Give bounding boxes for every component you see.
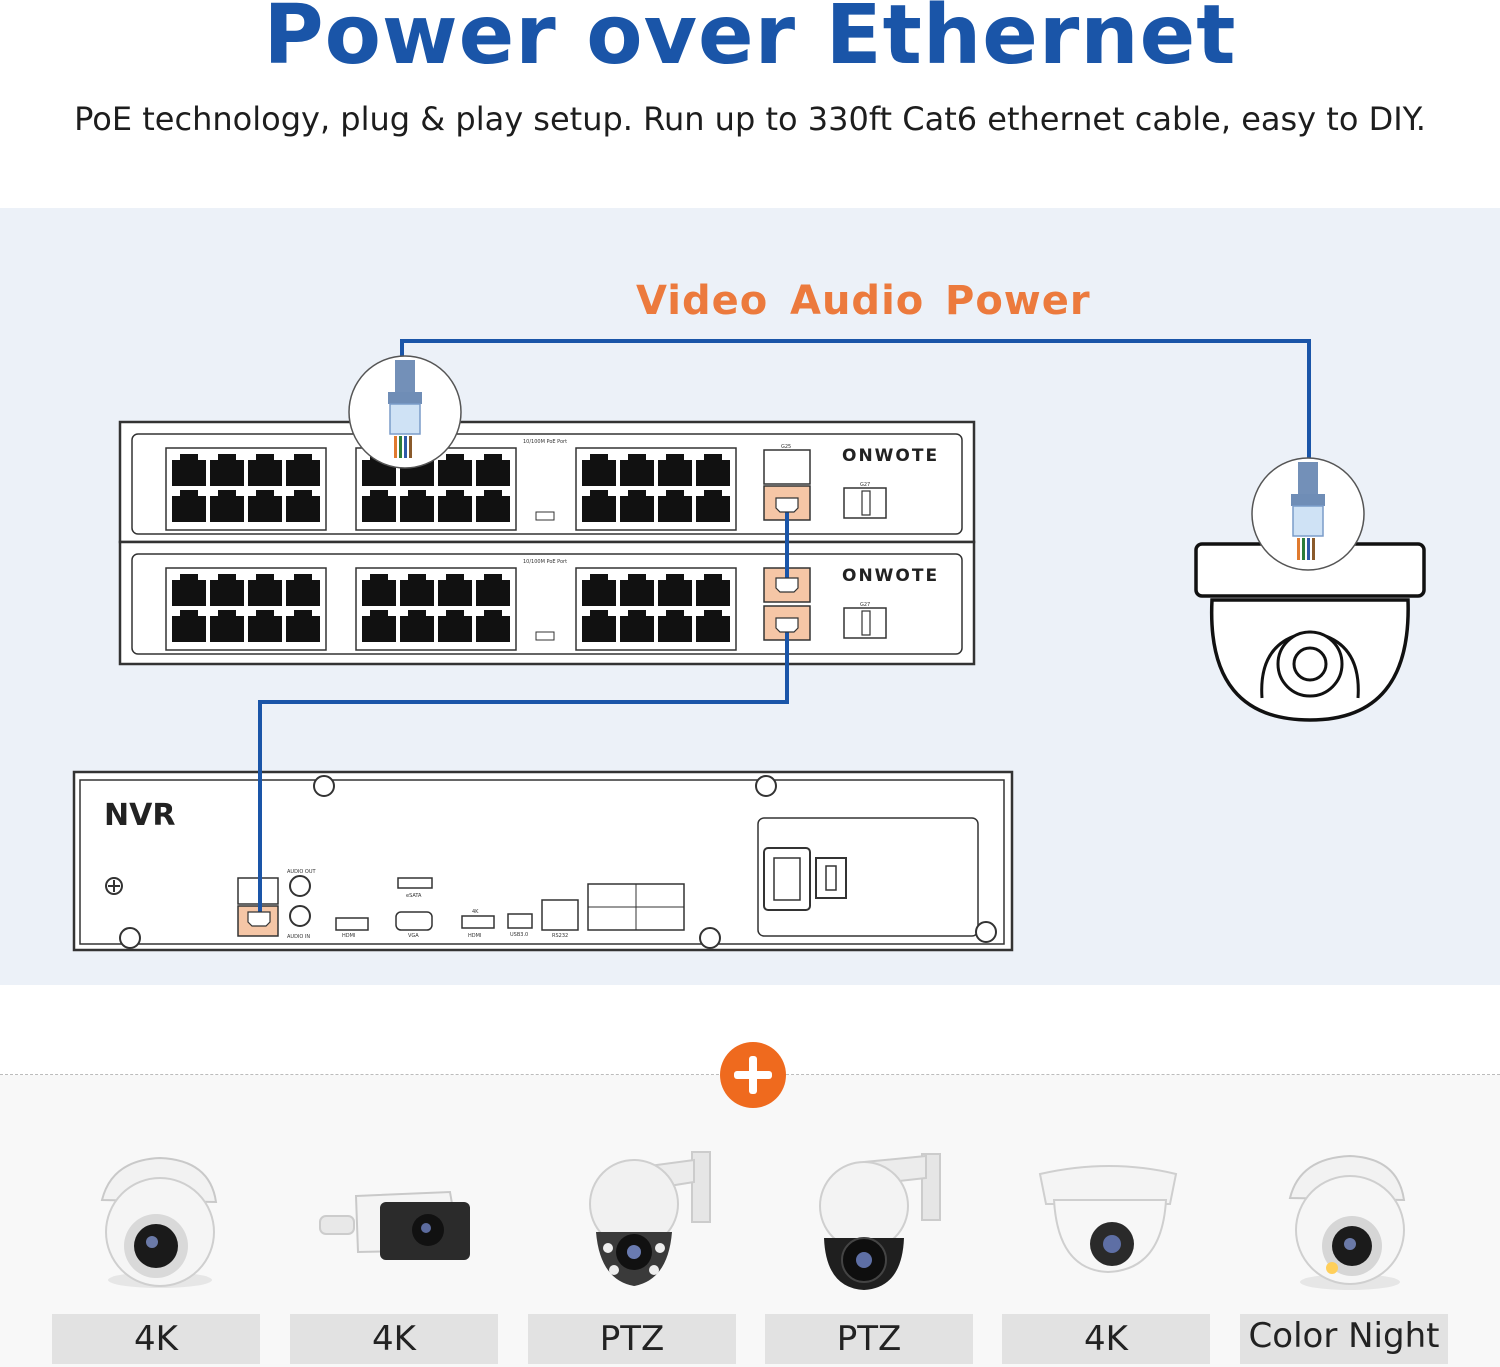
switch-uplink-label: G25 [781,444,791,450]
page-title: Power over Ethernet [263,0,1237,83]
switch-port [582,610,616,642]
switch-port [286,610,320,642]
nvr-vga-label: VGA [408,933,419,939]
switch-port [362,490,396,522]
switch-port [696,574,730,606]
dip-switch [535,511,555,521]
switch-port [362,574,396,606]
switch-port [582,574,616,606]
switch-port [696,490,730,522]
switch-port [172,610,206,642]
switch-port-header: 10/100M PoE Port [523,439,567,445]
switch-port [696,610,730,642]
switch-port [476,574,510,606]
plus-icon [720,1042,786,1108]
switch-port [582,454,616,486]
nvr-4k-label: 4K [472,909,479,915]
signal-video: Video [636,278,769,324]
switch-port [476,490,510,522]
dome-camera [1194,542,1426,722]
ptz-camera-wall-icon [819,1153,941,1290]
nvr-device: NVR AUDIO OUT AUDIO IN eSATA HDMI VGA 4K… [72,770,1014,952]
switch-port [362,610,396,642]
page-subtitle: PoE technology, plug & play setup. Run u… [74,100,1426,138]
camera-label: 4K [1002,1314,1210,1364]
switch-port [248,490,282,522]
ptz-camera-wall-icon [589,1151,711,1286]
nvr-audio-out-label: AUDIO OUT [287,869,317,875]
switch-uplink-label: G27 [860,602,870,608]
switch-port [476,610,510,642]
camera-label: Color Night [1240,1314,1448,1364]
camera-label: PTZ [765,1314,973,1364]
camera-label: 4K [52,1314,260,1364]
poe-switch-top: ONWOTE 10/100M PoE Port G25 G27 [118,420,976,544]
switch-port [172,490,206,522]
switch-port [400,574,434,606]
rj45-connector-icon [348,355,462,469]
switch-port [286,574,320,606]
switch-port [438,610,472,642]
signal-audio: Audio [790,278,925,324]
switch-port [696,454,730,486]
switch-port [400,490,434,522]
switch-port [210,574,244,606]
switch-port [172,574,206,606]
dip-switch [535,631,555,641]
switch-port [658,454,692,486]
switch-port [476,454,510,486]
switch-port [248,454,282,486]
switch-port [248,610,282,642]
switch-port [210,490,244,522]
nvr-hdmi-label: HDMI [342,933,355,939]
switch-port [248,574,282,606]
switch-port [658,610,692,642]
switch-port [620,610,654,642]
turret-camera-icon [100,1156,218,1288]
connection-diagram: ONWOTE 10/100M PoE Port G25 G27 ONWOTE 1… [72,339,1426,952]
switch-brand: ONWOTE [842,566,939,586]
switch-port [620,574,654,606]
poe-switch-bottom: ONWOTE 10/100M PoE Port G27 [118,540,976,666]
switch-port-header: 10/100M PoE Port [523,559,567,565]
nvr-hdmi-label: HDMI [468,933,481,939]
nvr-esata-label: eSATA [406,893,422,899]
camera-label: 4K [290,1314,498,1364]
switch-brand: ONWOTE [842,446,939,466]
switch-port [172,454,206,486]
switch-port [658,574,692,606]
switch-port [286,454,320,486]
camera-label: PTZ [528,1314,736,1364]
switch-port [438,490,472,522]
nvr-audio-in-label: AUDIO IN [287,934,310,940]
bullet-camera-icon [319,1190,470,1260]
switch-port [438,454,472,486]
switch-uplink-label: G27 [860,482,870,488]
nvr-label: NVR [104,798,175,833]
nvr-rs232-label: RS232 [552,933,568,939]
turret-camera-icon [1288,1154,1406,1290]
switch-port [620,490,654,522]
switch-port [620,454,654,486]
rj45-connector-icon [1251,457,1365,571]
signal-power: Power [945,278,1091,324]
nvr-usb-label: USB3.0 [510,932,528,938]
switch-port [210,610,244,642]
switch-port [658,490,692,522]
switch-port [438,574,472,606]
switch-port [286,490,320,522]
switch-port [400,610,434,642]
switch-port [210,454,244,486]
switch-port [582,490,616,522]
dome-camera-icon [1038,1165,1178,1274]
